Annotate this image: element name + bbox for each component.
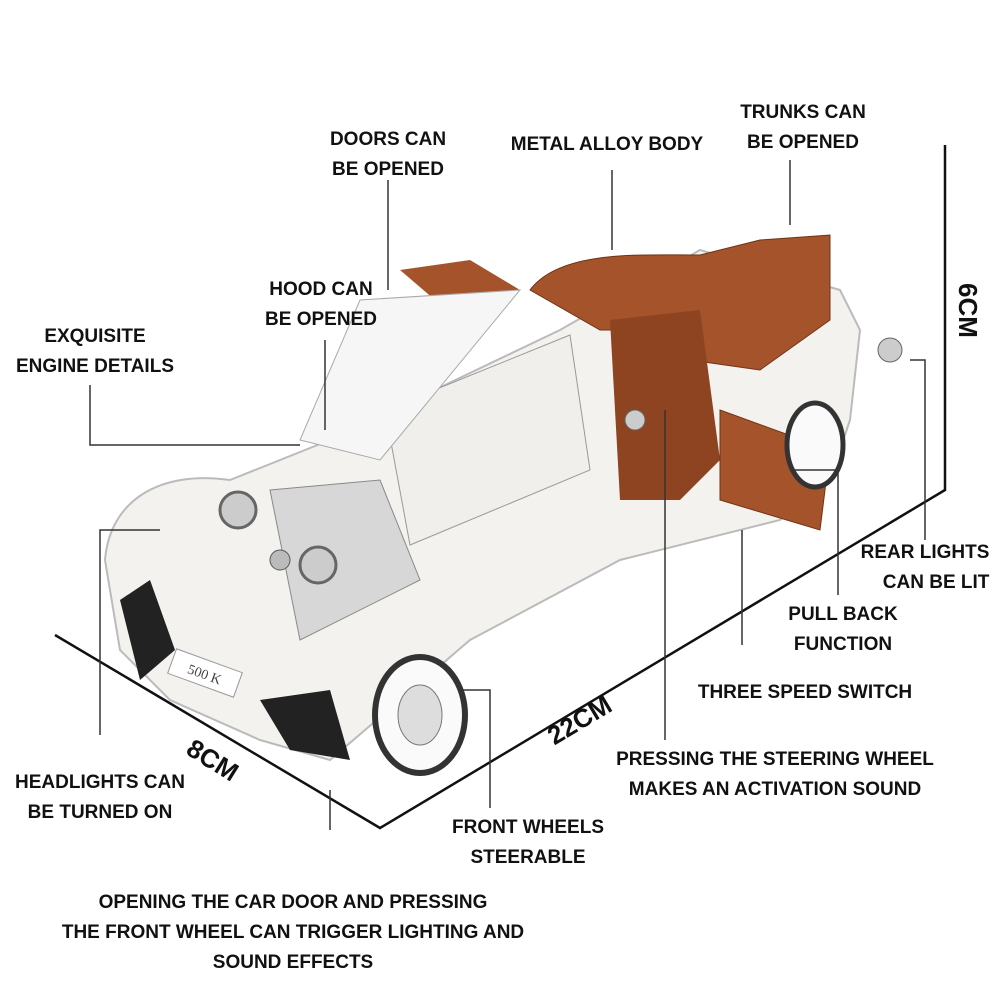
dimension-height: 6CM	[952, 283, 983, 338]
label-line: FRONT WHEELS	[452, 817, 604, 838]
label-line: THREE SPEED SWITCH	[697, 682, 913, 703]
label-line: BE OPENED	[332, 159, 444, 180]
dimension-lines	[54, 145, 947, 830]
label-line: MAKES AN ACTIVATION SOUND	[628, 779, 922, 800]
label-line: THE FRONT WHEEL CAN TRIGGER LIGHTING AND	[61, 922, 525, 943]
label-line: ENGINE DETAILS	[16, 356, 174, 377]
car-body	[103, 234, 903, 776]
label-line: EXQUISITE	[44, 326, 146, 347]
label-hood: HOOD CAN BE OPENED	[265, 275, 377, 335]
label-body: METAL ALLOY BODY	[511, 130, 703, 160]
label-line: BE OPENED	[265, 309, 377, 330]
label-line: BE OPENED	[747, 132, 859, 153]
label-trunks: TRUNKS CAN BE OPENED	[740, 98, 866, 158]
label-doors: DOORS CAN BE OPENED	[330, 125, 446, 185]
label-line: OPENING THE CAR DOOR AND PRESSING	[98, 892, 488, 913]
label-line: HOOD CAN	[269, 279, 373, 300]
label-line: PULL BACK	[788, 604, 898, 625]
label-line: METAL ALLOY BODY	[510, 134, 704, 155]
leader-lines	[89, 160, 926, 830]
label-line: HEADLIGHTS CAN	[15, 772, 185, 793]
label-line: SOUND EFFECTS	[212, 952, 374, 973]
label-engine: EXQUISITE ENGINE DETAILS	[16, 322, 174, 382]
label-rear-lights: REAR LIGHTS CAN BE LIT	[861, 538, 990, 598]
label-front-wheels: FRONT WHEELS STEERABLE	[452, 813, 604, 873]
label-bottom-note: OPENING THE CAR DOOR AND PRESSING THE FRO…	[62, 888, 524, 978]
label-line: TRUNKS CAN	[740, 102, 866, 123]
label-line: REAR LIGHTS	[860, 542, 990, 563]
label-line: BE TURNED ON	[27, 802, 173, 823]
label-headlights: HEADLIGHTS CAN BE TURNED ON	[15, 768, 185, 828]
label-pull-back: PULL BACK FUNCTION	[788, 600, 897, 660]
label-line: PRESSING THE STEERING WHEEL	[616, 749, 934, 770]
label-line: DOORS CAN	[329, 129, 447, 150]
label-line: FUNCTION	[793, 634, 893, 655]
label-steering: PRESSING THE STEERING WHEEL MAKES AN ACTI…	[616, 745, 934, 805]
label-speed: THREE SPEED SWITCH	[698, 678, 912, 708]
label-line: STEERABLE	[470, 847, 586, 868]
label-line: CAN BE LIT	[882, 572, 990, 593]
